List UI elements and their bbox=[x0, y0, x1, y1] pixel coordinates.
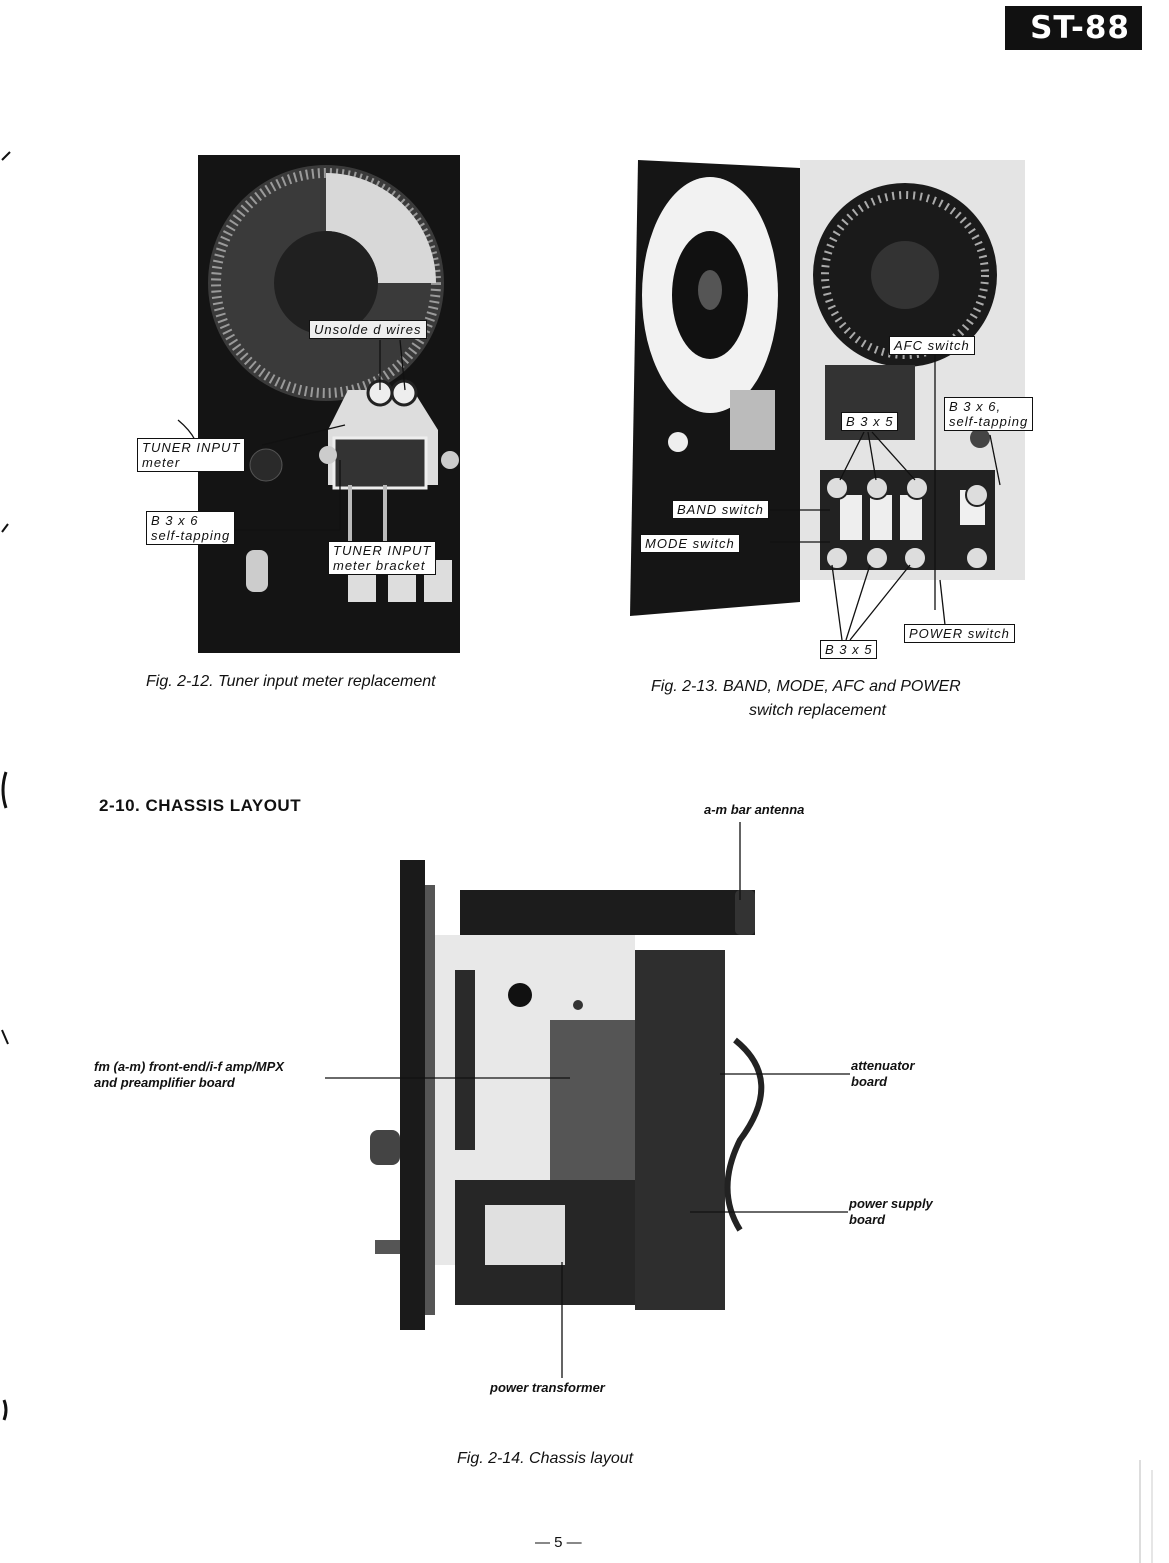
fig14-front-end-board-label: fm (a-m) front-end/i-f amp/MPX and pream… bbox=[94, 1059, 284, 1090]
fig13-afc-switch-label: AFC switch bbox=[889, 336, 975, 355]
fig12-caption: Fig. 2-12. Tuner input meter replacement bbox=[146, 673, 436, 690]
fig14-power-supply-board-label: power supply board bbox=[849, 1196, 933, 1227]
fig13-caption-line2: switch replacement bbox=[749, 702, 886, 719]
fig14-photo bbox=[365, 860, 765, 1330]
fig12-photo-art bbox=[198, 155, 460, 653]
fig13-screw-bottom-label: B 3 x 5 bbox=[820, 640, 878, 659]
fig13-caption-line1: Fig. 2-13. BAND, MODE, AFC and POWER bbox=[651, 678, 961, 695]
page-number: — 5 — bbox=[535, 1534, 582, 1551]
fig13-screw-top-label: B 3 x 5 bbox=[841, 412, 899, 431]
fig12-tuner-input-meter-label: TUNER INPUT meter bbox=[137, 438, 246, 472]
fig13-power-switch-label: POWER switch bbox=[904, 624, 1015, 643]
fig14-power-transformer-label: power transformer bbox=[490, 1380, 605, 1395]
fig14-antenna-label: a-m bar antenna bbox=[704, 802, 805, 817]
section-heading: 2-10. CHASSIS LAYOUT bbox=[99, 796, 302, 815]
fig12-photo bbox=[198, 155, 460, 653]
fig13-self-tapping-label: B 3 x 6, self-tapping bbox=[944, 397, 1034, 431]
fig13-mode-switch-label: MODE switch bbox=[640, 534, 740, 553]
fig14-caption: Fig. 2-14. Chassis layout bbox=[457, 1450, 634, 1467]
fig12-unsoldered-wires-label: Unsolde d wires bbox=[309, 320, 427, 339]
fig14-photo-art bbox=[370, 860, 765, 1330]
fig12-bracket-label: TUNER INPUT meter bracket bbox=[328, 541, 437, 575]
fig13-band-switch-label: BAND switch bbox=[672, 500, 769, 519]
fig14-attenuator-board-label: attenuator board bbox=[851, 1058, 915, 1089]
model-badge: ST-88 bbox=[1005, 6, 1142, 50]
fig12-screw-label: B 3 x 6 self-tapping bbox=[146, 511, 236, 545]
